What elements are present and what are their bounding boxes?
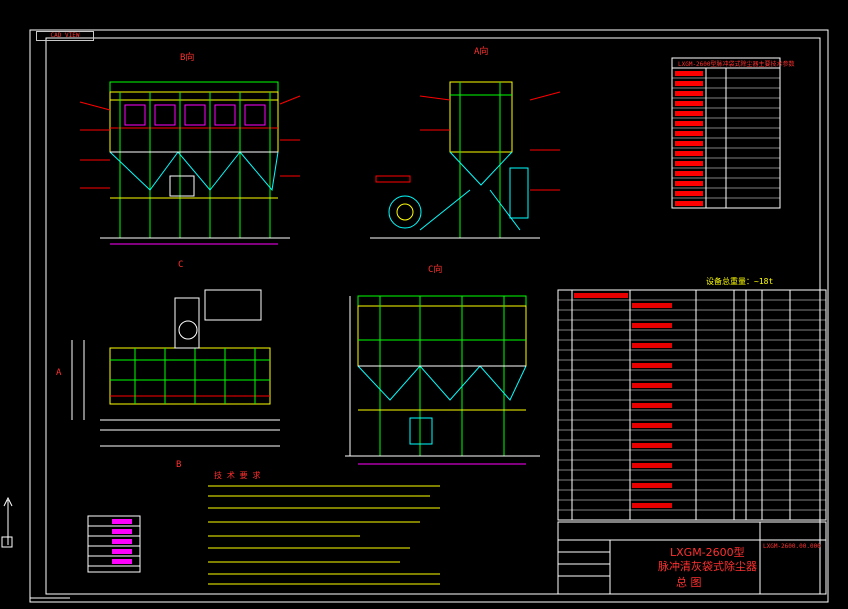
plan-view: [71, 289, 280, 447]
view-a-title: A向: [474, 47, 489, 57]
parts-list-table: [557, 289, 827, 521]
title-model: LXGM-2600型: [670, 546, 745, 559]
technical-notes: [208, 485, 440, 585]
spec-table: [671, 57, 781, 209]
legend-box: [87, 515, 141, 573]
section-mark-c: C: [178, 260, 184, 270]
drawing-tab-label[interactable]: CAD VIEW DRAWING: [36, 31, 94, 41]
view-b-title: B向: [180, 53, 195, 63]
view-c-elevation: [345, 295, 540, 465]
ucs-axis-icon: [1, 496, 70, 599]
notes-title: 技 术 要 求: [214, 471, 261, 480]
drawing-number: LXGM-2600.00.000: [763, 543, 821, 550]
spec-table-title: LXGM-2600型脉冲袋式除尘器主要技术参数: [678, 61, 795, 68]
title-block: [557, 521, 827, 595]
title-drawing: 总 图: [676, 576, 702, 589]
drawing-frame: [29, 29, 829, 603]
equipment-weight: 设备总重量：~18t: [706, 277, 774, 286]
section-mark-b: B: [176, 460, 182, 470]
view-c-title: C向: [428, 265, 443, 275]
title-name: 脉冲清灰袋式除尘器: [658, 560, 757, 573]
view-a-elevation: [370, 81, 561, 239]
view-b-elevation: [79, 81, 301, 245]
section-mark-a: A: [56, 368, 62, 378]
